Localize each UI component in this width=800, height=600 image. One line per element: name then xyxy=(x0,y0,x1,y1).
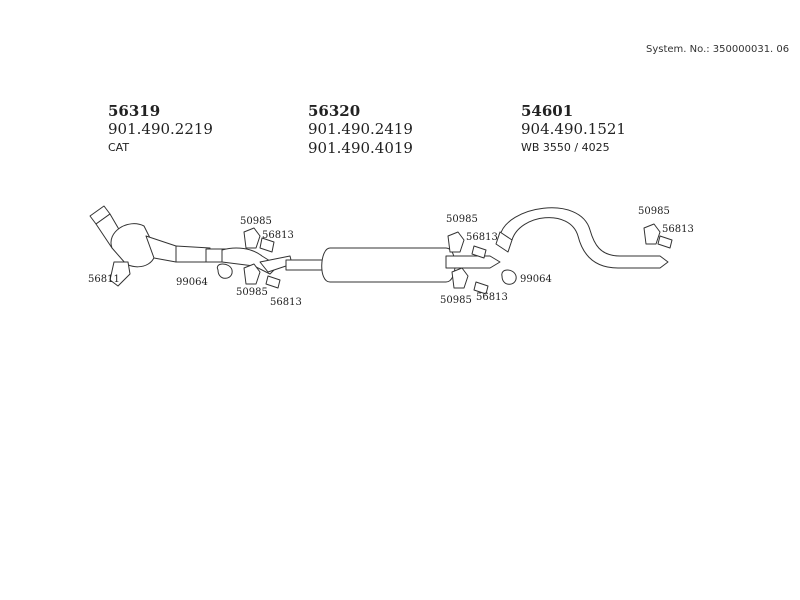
part-reference: 901.490.2419 xyxy=(308,120,413,138)
callout-label: 56813 xyxy=(270,297,302,308)
rear-pipe-part xyxy=(495,207,669,269)
callout-label: 99064 xyxy=(520,274,552,285)
part-number: 54601 xyxy=(521,102,574,120)
callout-label: 56813 xyxy=(262,230,294,241)
part-block-54601: 54601 904.490.1521 WB 3550 / 4025 xyxy=(521,102,626,155)
callout-label: 56811 xyxy=(88,274,120,285)
part-reference: 901.490.2219 xyxy=(108,120,213,138)
part-number: 56319 xyxy=(108,102,161,120)
callout-label: 56813 xyxy=(476,292,508,303)
catalytic-converter-part xyxy=(89,205,293,287)
part-reference: 901.490.4019 xyxy=(308,139,413,157)
callout-label: 50985 xyxy=(440,295,472,306)
part-block-56320: 56320 901.490.2419 901.490.4019 xyxy=(308,102,413,158)
system-number: System. No.: 350000031. 06 xyxy=(646,44,790,55)
callout-label: 50985 xyxy=(638,206,670,217)
part-note: CAT xyxy=(108,141,130,154)
part-block-56319: 56319 901.490.2219 CAT xyxy=(108,102,213,155)
callout-label: 99064 xyxy=(176,277,208,288)
part-reference: 904.490.1521 xyxy=(521,120,626,138)
callout-label: 50985 xyxy=(240,216,272,227)
callout-label: 56813 xyxy=(662,224,694,235)
small-hardware xyxy=(216,223,673,295)
callout-label: 50985 xyxy=(236,287,268,298)
callout-label: 50985 xyxy=(446,214,478,225)
part-number: 56320 xyxy=(308,102,361,120)
callout-label: 56813 xyxy=(466,232,498,243)
part-note: WB 3550 / 4025 xyxy=(521,141,610,154)
